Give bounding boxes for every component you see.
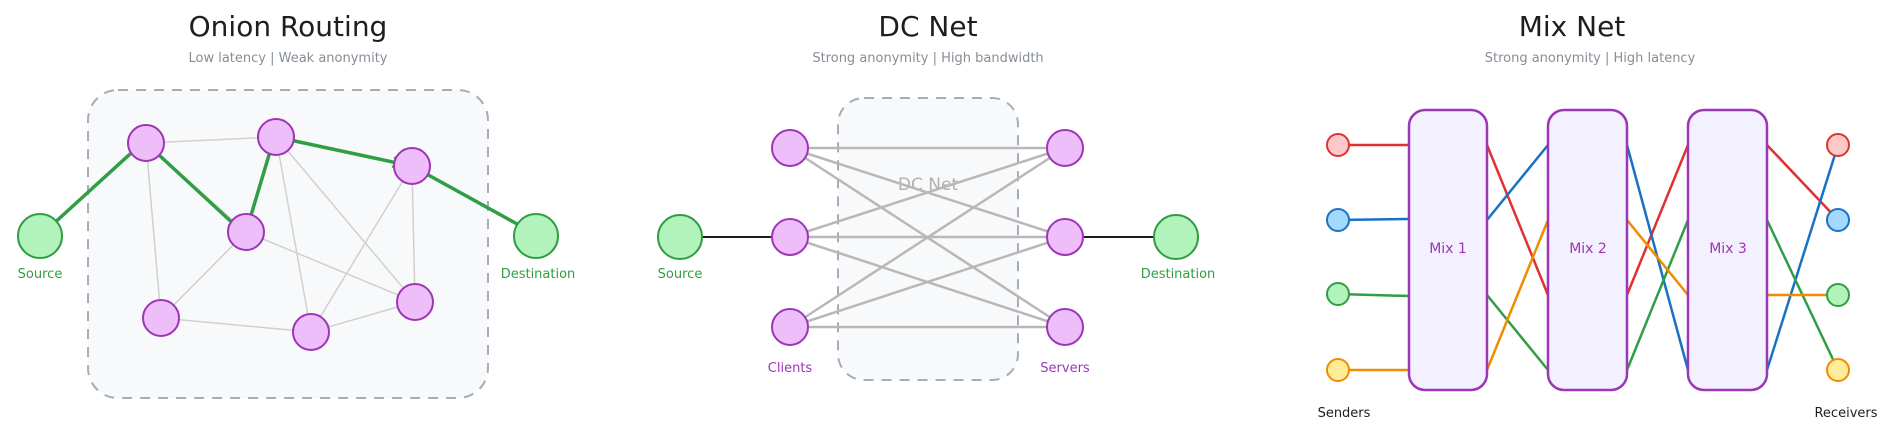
mixnet-title: Mix Net <box>1519 10 1626 43</box>
onion-panel: Onion Routing Low latency | Weak anonymi… <box>17 10 576 399</box>
dcnet-source-label: Source <box>658 267 703 282</box>
sender-node <box>1326 133 1350 157</box>
onion-destination-label: Destination <box>501 267 576 282</box>
dcnet-destination-node <box>1153 214 1199 260</box>
dcnet-subtitle: Strong anonymity | High bandwidth <box>812 51 1043 66</box>
receiver-node <box>1826 133 1850 157</box>
dcnet-clients <box>771 129 809 346</box>
onion-relays <box>127 118 434 351</box>
mix-node: Mix 1 <box>1407 108 1489 392</box>
mixnet-panel: Mix Net Strong anonymity | High latency <box>1318 10 1878 421</box>
mixnet-receiver-links <box>1765 144 1840 371</box>
relay-node <box>127 124 165 162</box>
mixnet-hop2-links <box>1625 144 1690 371</box>
mix-node: Mix 2 <box>1546 108 1629 392</box>
client-node <box>771 129 809 167</box>
mix-label: Mix 2 <box>1569 241 1607 257</box>
onion-route <box>38 135 528 238</box>
relay-node <box>257 118 295 156</box>
mixnet-receivers-label: Receivers <box>1814 406 1877 421</box>
dcnet-box-label: DC Net <box>898 175 959 195</box>
mixnet-senders-label: Senders <box>1318 406 1371 421</box>
mix-label: Mix 1 <box>1429 241 1467 257</box>
mixnet-subtitle: Strong anonymity | High latency <box>1485 51 1696 66</box>
mix-node: Mix 3 <box>1686 108 1769 392</box>
sender-node <box>1326 282 1350 306</box>
relay-node <box>227 213 265 251</box>
relay-node <box>393 147 431 185</box>
dcnet-destination-label: Destination <box>1141 267 1216 282</box>
dcnet-links <box>789 146 1066 329</box>
relay-node <box>292 313 330 351</box>
mixnet-senders <box>1326 133 1350 382</box>
client-node <box>771 308 809 346</box>
dcnet-clients-label: Clients <box>768 361 813 376</box>
mix-label: Mix 3 <box>1709 241 1747 257</box>
onion-destination-node <box>513 213 559 259</box>
dcnet-title: DC Net <box>878 10 977 43</box>
onion-source-node <box>17 213 63 259</box>
onion-subtitle: Low latency | Weak anonymity <box>188 51 387 66</box>
relay-node <box>396 283 434 321</box>
mixnet-receivers <box>1826 133 1850 382</box>
dcnet-servers-label: Servers <box>1040 361 1090 376</box>
dcnet-source-node <box>657 214 703 260</box>
mixnet-hop1-links <box>1485 144 1550 371</box>
receiver-node <box>1826 208 1850 232</box>
onion-source-label: Source <box>18 267 63 282</box>
receiver-node <box>1826 358 1850 382</box>
client-node <box>771 218 809 256</box>
sender-node <box>1326 358 1350 382</box>
onion-title: Onion Routing <box>189 10 388 43</box>
dcnet-servers <box>1046 129 1084 346</box>
sender-node <box>1326 208 1350 232</box>
mixnet-sender-links <box>1337 143 1410 372</box>
server-node <box>1046 218 1084 256</box>
receiver-node <box>1826 283 1850 307</box>
dcnet-panel: DC Net Strong anonymity | High bandwidth… <box>657 10 1216 381</box>
server-node <box>1046 308 1084 346</box>
relay-node <box>142 299 180 337</box>
server-node <box>1046 129 1084 167</box>
